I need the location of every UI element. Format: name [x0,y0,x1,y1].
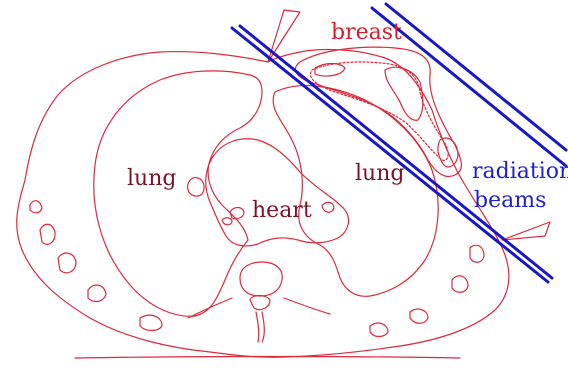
rib-left-posterior [188,298,232,318]
rib-right-posterior [284,298,330,314]
beam-arrow-right [502,222,550,240]
rib-right-1 [470,245,484,262]
vessel-outline [230,208,244,219]
bronchus-outline [322,202,334,212]
radiation-label: radiation [472,161,568,183]
heart-label: heart [252,200,312,222]
spinal-canal [250,296,270,310]
rib-right-4 [370,323,388,336]
spinous-process [256,312,264,342]
lung-right-outline [273,86,438,297]
radiation-beam-edge-1 [232,28,548,282]
breast-lobule-2 [385,67,423,120]
vertebral-body [240,262,282,296]
breast-lobule-1 [315,64,345,77]
breast-label: breast [331,22,402,44]
rib-right-2 [452,276,468,293]
rib-left-4 [140,315,162,330]
lung-left-label: lung [127,168,176,190]
lung-left-outline [94,71,262,316]
rib-right-3 [410,309,428,323]
rib-left-3 [88,285,106,301]
lung-right-label: lung [355,163,404,185]
heart-outline [206,139,349,246]
rib-left-2 [58,253,76,273]
rib-left-1 [40,224,55,244]
vessel-outline-2 [222,218,232,225]
radiation-beam-edge-4 [386,4,566,150]
aorta-outline [188,178,204,196]
beams-label: beams [474,190,546,212]
rib-left-5 [30,201,42,213]
